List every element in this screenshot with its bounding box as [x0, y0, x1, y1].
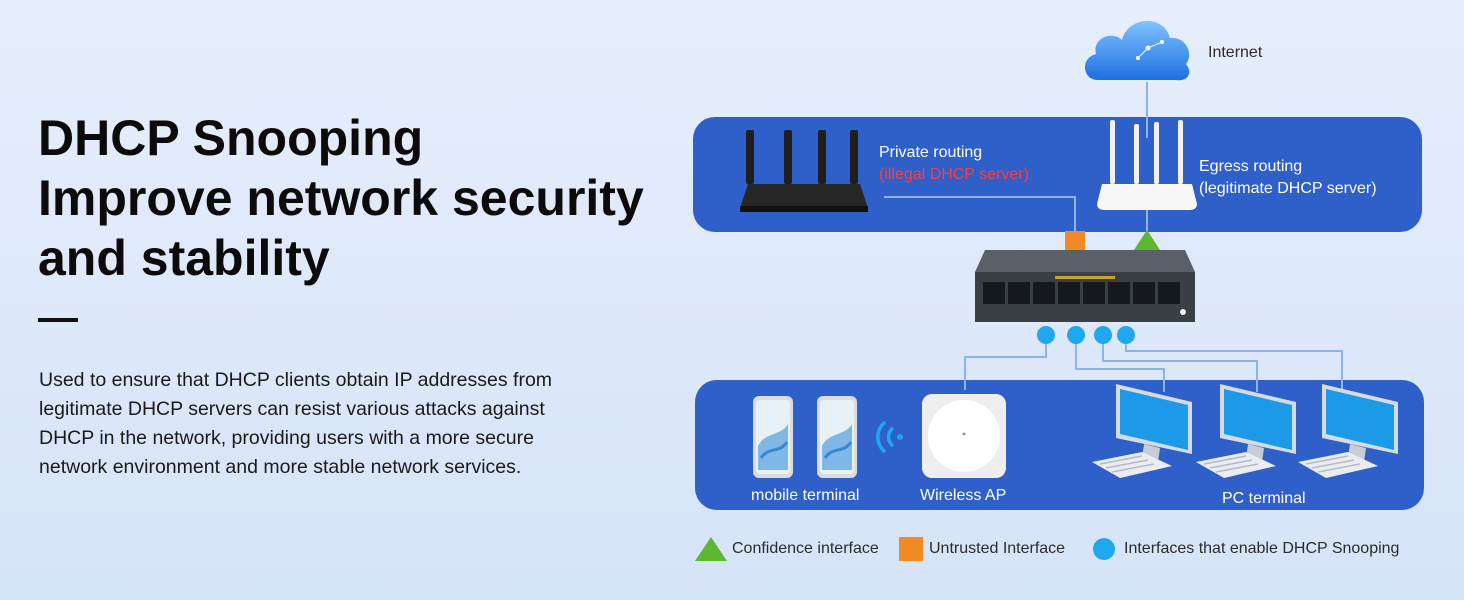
- headline-divider: [38, 318, 78, 322]
- headline-line-3: and stability: [38, 230, 330, 286]
- pc-monitor-icon: [1092, 384, 1192, 478]
- private-routing-note: (illegal DHCP server): [879, 166, 1029, 183]
- legend-untrusted-label: Untrusted Interface: [929, 540, 1066, 557]
- mobile-phone-icon: [753, 396, 793, 478]
- wire-pc3-h: [1125, 350, 1343, 352]
- triangle-icon: [695, 537, 727, 561]
- description-line-4: network environment and more stable netw…: [39, 456, 522, 478]
- untrusted-interface-marker: [1065, 231, 1085, 251]
- snooping-interface-marker: [1117, 326, 1135, 344]
- headline-line-2: Improve network security: [38, 170, 644, 226]
- wire-internet-egress: [1146, 82, 1148, 138]
- pc-monitor-icon: [1298, 384, 1398, 478]
- wire-pc2-v2: [1256, 360, 1258, 392]
- wireless-signal-icon: [876, 421, 903, 453]
- wire-private-h: [884, 196, 1076, 198]
- private-router-icon: [740, 130, 868, 212]
- snooping-interface-marker: [1094, 326, 1112, 344]
- internet-label: Internet: [1208, 44, 1263, 61]
- mobile-phone-icon: [817, 396, 857, 478]
- legend-untrusted: Untrusted Interface: [899, 536, 1065, 562]
- circle-icon: [1093, 538, 1115, 560]
- wire-pc3-v2: [1341, 350, 1343, 392]
- description-line-1: Used to ensure that DHCP clients obtain …: [39, 369, 553, 391]
- square-icon: [899, 537, 923, 561]
- description-line-2: legitimate DHCP servers can resist vario…: [39, 398, 545, 420]
- headline: DHCP Snooping Improve network security a…: [38, 108, 698, 288]
- legend-snooping-label: Interfaces that enable DHCP Snooping: [1124, 540, 1400, 557]
- description: Used to ensure that DHCP clients obtain …: [39, 366, 619, 482]
- wire-pc1-v2: [1163, 368, 1165, 392]
- snooping-interface-marker: [1067, 326, 1085, 344]
- egress-routing-label: Egress routing: [1199, 158, 1303, 175]
- egress-routing-note: (legitimate DHCP server): [1199, 180, 1377, 197]
- private-routing-label: Private routing: [879, 144, 983, 161]
- wire-pc2-v1: [1102, 342, 1104, 362]
- legend-confidence: Confidence interface: [695, 536, 879, 562]
- mobile-terminal-label: mobile terminal: [751, 487, 860, 504]
- wire-pc3-v1: [1125, 342, 1127, 352]
- terminal-panel: [695, 380, 1424, 510]
- cloud-icon: [1084, 20, 1190, 81]
- wire-pc1-v1: [1075, 342, 1077, 370]
- snooping-interface-marker: [1037, 326, 1055, 344]
- wire-private-v: [1074, 196, 1076, 232]
- wire-egress-v: [1146, 205, 1148, 235]
- wire-pc2-h: [1102, 360, 1258, 362]
- wire-ap-h: [964, 356, 1047, 358]
- router-panel: [693, 117, 1422, 232]
- wire-ap-v1: [1045, 342, 1047, 358]
- wire-pc1-h: [1075, 368, 1165, 370]
- pc-monitor-icon: [1196, 384, 1296, 478]
- wire-ap-v2: [964, 356, 966, 390]
- egress-router-icon: [1097, 120, 1197, 210]
- pc-terminal-label: PC terminal: [1222, 490, 1306, 507]
- wireless-ap-label: Wireless AP: [920, 487, 1007, 504]
- description-line-3: DHCP in the network, providing users wit…: [39, 427, 534, 449]
- wireless-ap-icon: [922, 394, 1006, 478]
- confidence-interface-marker: [1134, 230, 1160, 250]
- legend-snooping: Interfaces that enable DHCP Snooping: [1092, 536, 1399, 562]
- ethernet-switch-icon: [975, 250, 1195, 322]
- headline-line-1: DHCP Snooping: [38, 110, 424, 166]
- legend-confidence-label: Confidence interface: [732, 540, 879, 557]
- legend: Confidence interface Untrusted Interface…: [0, 536, 1464, 562]
